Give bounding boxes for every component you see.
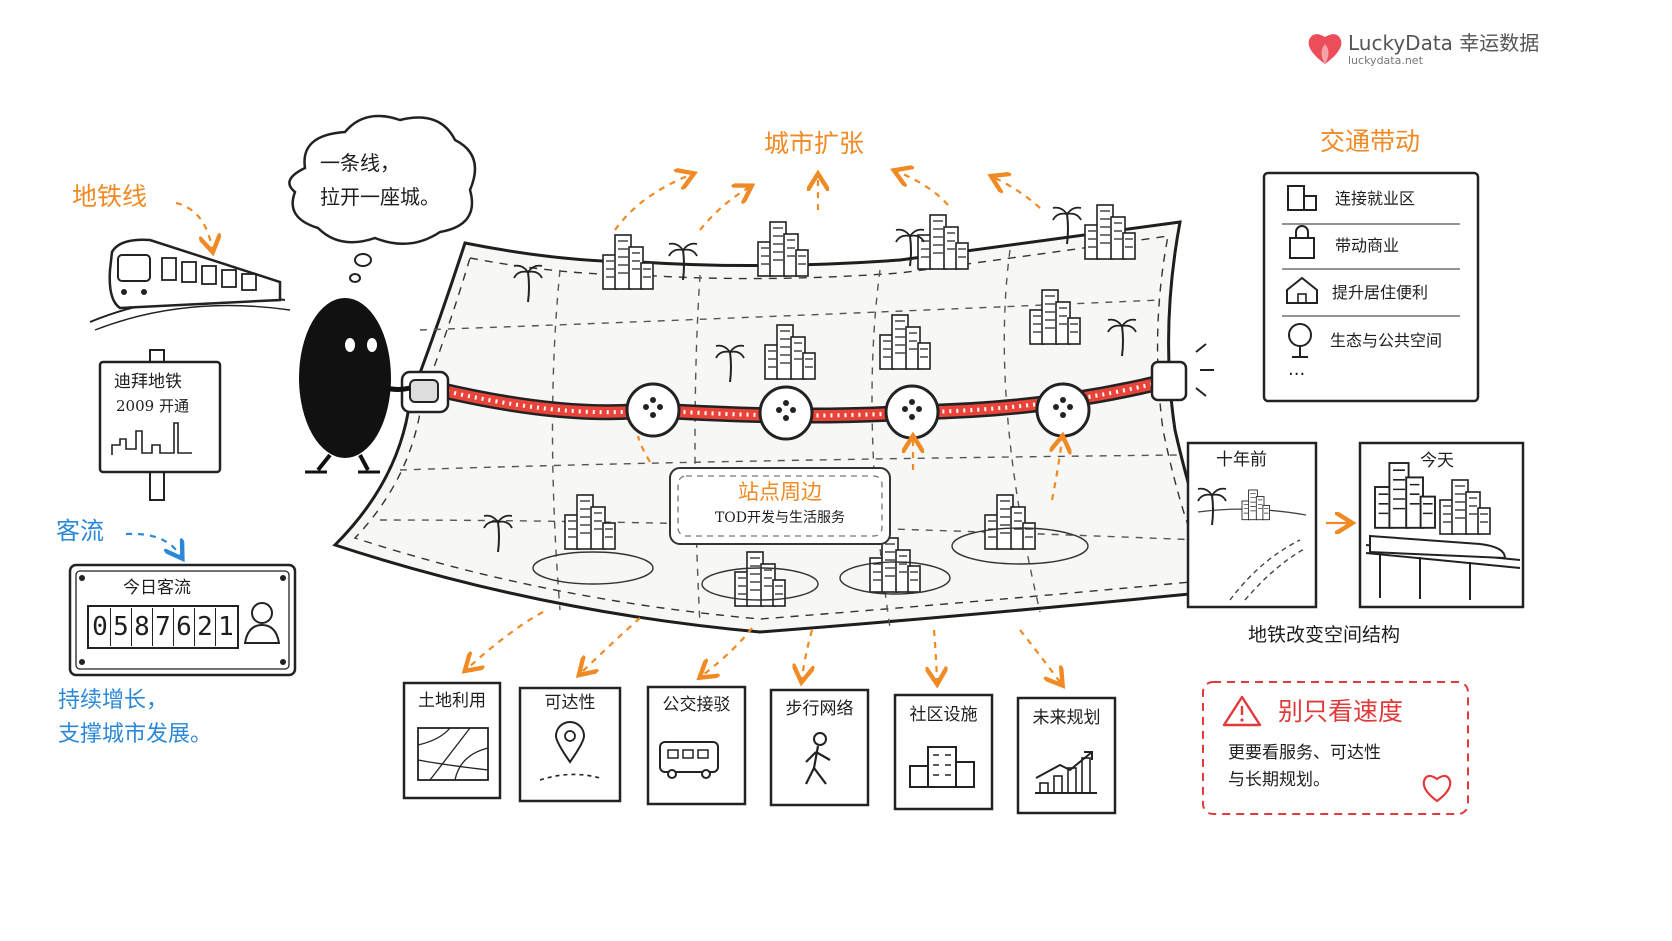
growth-line-1: 持续增长，	[58, 688, 169, 713]
digit: 1	[218, 612, 234, 642]
land-map-icon	[417, 727, 489, 781]
growth-chart-icon	[1035, 751, 1097, 794]
traffic-item-label: 提升居住便利	[1332, 283, 1429, 302]
zipper-end-icon	[1150, 343, 1214, 402]
before-label: 十年前	[1216, 450, 1267, 470]
warning-line-2: 与长期规划。	[1228, 770, 1330, 790]
digit: 2	[195, 608, 216, 646]
digit: 8	[132, 608, 153, 646]
ridership-arrow	[125, 532, 180, 555]
ridership-label: 客流	[56, 517, 104, 545]
after-frame	[1358, 441, 1525, 609]
compare-caption: 地铁改变空间结构	[1248, 624, 1401, 646]
signboard-line-1: 迪拜地铁	[114, 372, 182, 392]
community-buildings-icon	[909, 746, 975, 788]
station-tod-box	[669, 467, 891, 545]
ridership-counter-board	[68, 563, 297, 677]
brand-url: luckydata.net	[1348, 54, 1423, 67]
digit: 7	[153, 608, 174, 646]
factor-cards	[402, 681, 1117, 815]
brand-name: LuckyData 幸运数据	[1348, 31, 1540, 55]
traffic-title: 交通带动	[1320, 127, 1421, 156]
factor-label: 步行网络	[785, 699, 854, 719]
counter-title: 今日客流	[123, 578, 191, 598]
city-expansion-label: 城市扩张	[764, 129, 865, 158]
warning-triangle-icon	[1222, 695, 1262, 727]
station-title: 站点周边	[738, 480, 822, 504]
growth-line-2: 支撑城市发展。	[58, 722, 213, 747]
building-clusters	[483, 204, 1137, 607]
tree-icon	[1288, 323, 1312, 358]
factor-label: 土地利用	[418, 691, 486, 711]
warning-box	[1202, 681, 1469, 815]
traffic-panel	[1262, 171, 1480, 403]
traffic-item-label: 连接就业区	[1335, 189, 1416, 208]
warning-title: 别只看速度	[1278, 697, 1404, 726]
metro-line-label: 地铁线	[72, 182, 148, 211]
signboard-line-2: 2009 开通	[116, 397, 189, 415]
ridership-digits: 0 5 8 7 6 2 1	[90, 608, 236, 646]
walking-person-icon	[805, 732, 831, 785]
traffic-more: ...	[1288, 359, 1306, 380]
factor-label: 公交接驳	[662, 695, 731, 715]
thought-cloud	[288, 114, 477, 283]
bus-icon	[659, 741, 719, 779]
factor-label: 未来规划	[1032, 708, 1101, 728]
luckydata-heart-logo	[1308, 34, 1342, 64]
station-subtitle: TOD开发与生活服务	[714, 510, 846, 526]
metro-train-icon	[89, 238, 291, 331]
digit: 5	[111, 608, 132, 646]
metro-zipper	[400, 343, 1214, 441]
heart-icon	[1422, 774, 1452, 803]
digit: 0	[90, 608, 111, 646]
location-pin-icon	[539, 721, 601, 781]
black-character-icon	[299, 298, 411, 474]
digit: 6	[174, 608, 195, 646]
thought-line-1: 一条线，	[320, 151, 400, 175]
expansion-arrows	[175, 172, 1348, 682]
office-building-icon	[1287, 185, 1317, 211]
house-icon	[1286, 276, 1318, 304]
shopping-bag-icon	[1289, 225, 1315, 259]
traffic-item-label: 生态与公共空间	[1330, 331, 1443, 350]
before-frame	[1186, 441, 1318, 609]
zipper-pull-icon	[400, 370, 450, 414]
factor-label: 可达性	[544, 693, 596, 713]
after-label: 今天	[1420, 451, 1454, 471]
traffic-item-label: 带动商业	[1335, 236, 1400, 255]
thought-line-2: 拉开一座城。	[320, 185, 440, 209]
warning-line-1: 更要看服务、可达性	[1228, 743, 1381, 763]
factor-label: 社区设施	[909, 705, 978, 725]
person-icon	[243, 602, 281, 644]
dubai-metro-signboard	[98, 349, 222, 501]
